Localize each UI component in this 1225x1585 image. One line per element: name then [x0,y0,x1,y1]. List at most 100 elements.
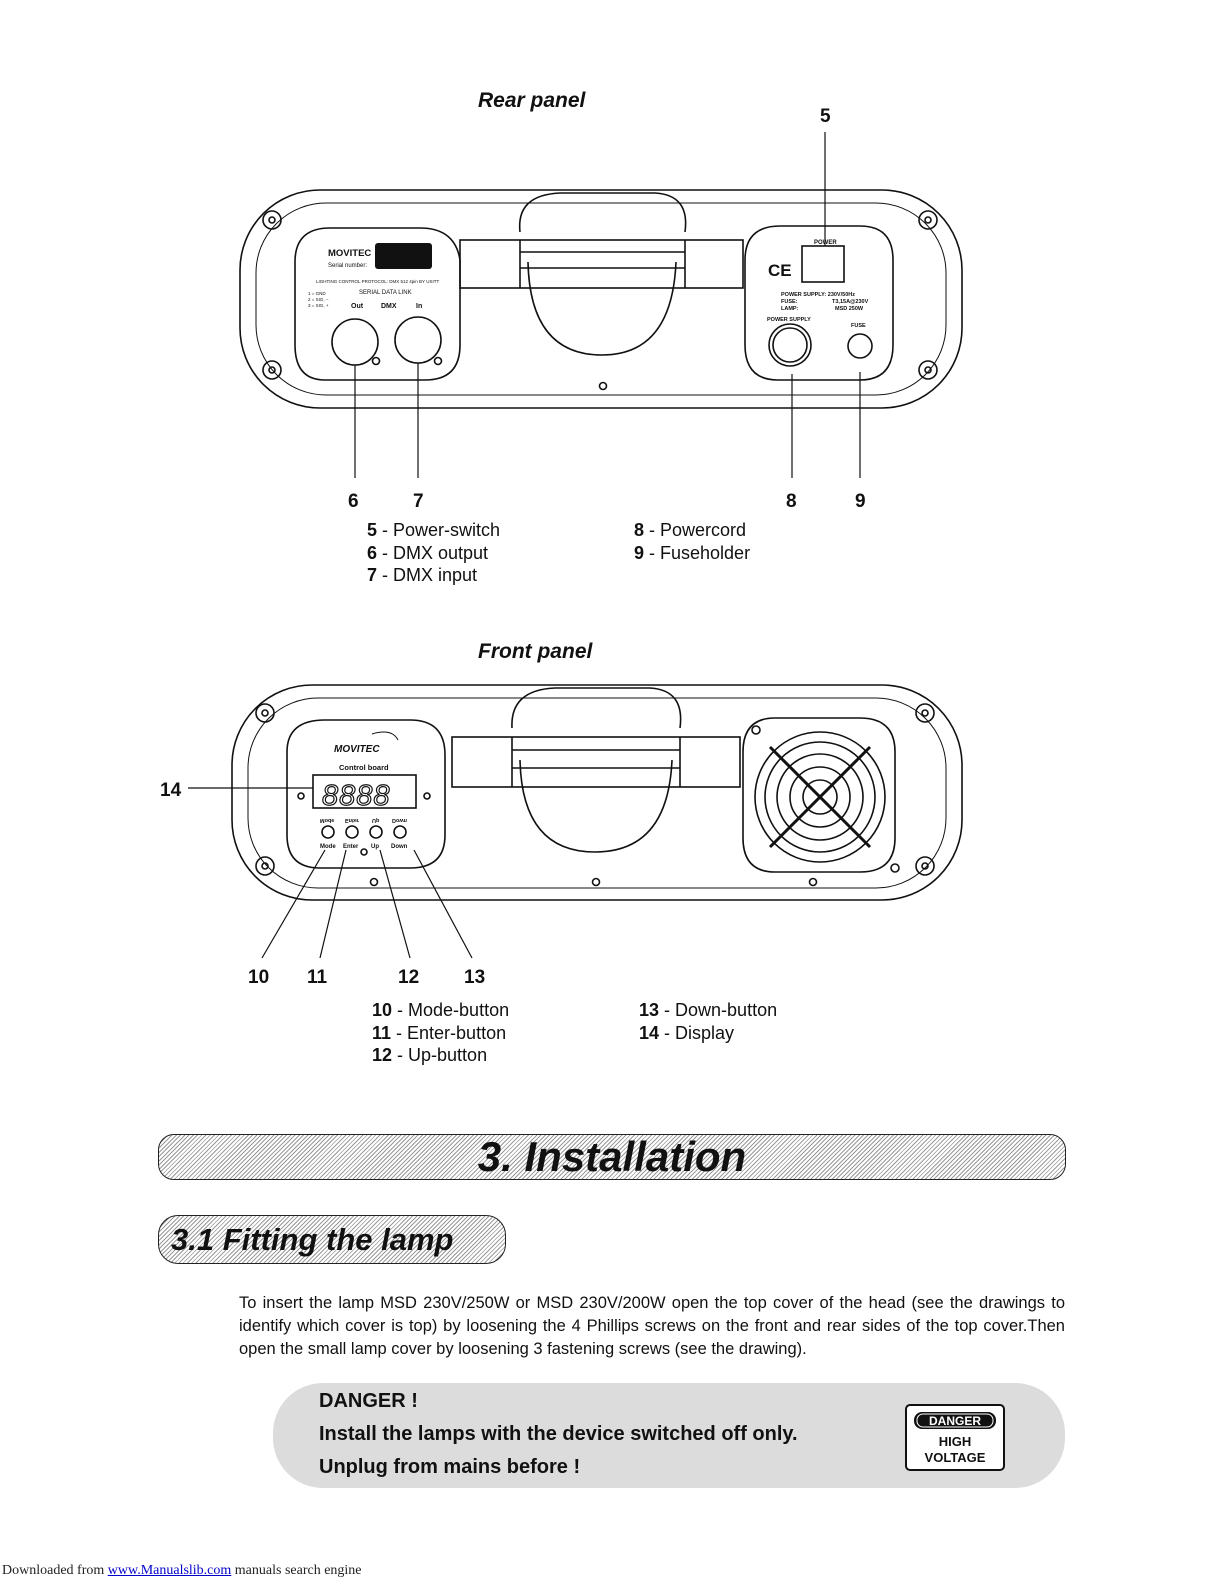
body-paragraph: To insert the lamp MSD 230V/250W or MSD … [239,1294,1065,1358]
fuse-label: FUSE [851,323,866,329]
power-label: POWER [814,240,837,246]
up-button-drawing [369,825,383,839]
dmx-label: DMX [381,303,397,310]
subsection-title: 3.1 Fitting the lamp [171,1222,454,1257]
subsection-banner: 3.1 Fitting the lamp [158,1215,506,1264]
legend-item-9: 9 - Fuseholder [634,542,751,563]
callout-10: 10 [248,967,269,988]
danger-line-install: Install the lamps with the device switch… [319,1423,798,1445]
rear-handle-bowl [527,261,677,356]
mode-button-drawing [321,825,335,839]
power-supply-label: POWER SUPPLY [767,317,811,323]
rear-right-plate [744,225,894,381]
up-label-mirror: Up [372,817,380,823]
enter-button-drawing [345,825,359,839]
rear-panel-drawing: MOVITEC Serial number: LIGHTING CONTROL … [239,106,963,512]
spec-lamp-label: LAMP: [781,306,799,312]
spec-fuse-label: FUSE: [781,299,798,305]
section-banner: 3. Installation [158,1134,1066,1180]
leader-11 [319,849,347,959]
enter-label: Enter [343,844,359,850]
danger-box: DANGER ! Install the lamps with the devi… [273,1383,1065,1488]
sign-voltage-word: VOLTAGE [925,1450,986,1465]
callout-9: 9 [855,491,866,512]
legend-item-7: 7 - DMX input [367,565,478,585]
fan-grille [754,731,886,863]
legend-item-8: 8 - Powercord [634,520,747,540]
front-legend-right: 13 - Down-button 14 - Display [639,999,777,1044]
mode-label: Mode [320,844,336,850]
front-handle-top [511,687,682,729]
fan-plate [742,717,896,873]
front-legend-left: 10 - Mode-button 11 - Enter-button 12 - … [372,999,509,1067]
legend-item-13: 13 - Down-button [639,1000,778,1020]
callout-11: 11 [307,967,328,988]
legend-item-14: 14 - Display [639,1022,735,1043]
serial-number-box [375,243,432,269]
rear-handle-top [518,192,687,233]
rear-corner-screws [262,210,938,380]
callout-5: 5 [820,106,831,127]
control-board-label: Control board [339,763,389,772]
pin-3: 3 = SIG, + [308,303,329,308]
rear-handle-bar [459,239,744,289]
front-brand: MOVITEC [334,744,380,755]
manualslib-link[interactable]: www.Manualslib.com [107,1563,232,1578]
rear-panel-caption: Rear panel [478,89,586,112]
down-label-mirror: Down [392,817,408,823]
rear-housing-inner [255,202,947,396]
footer-suffix: manuals search engine [231,1563,362,1578]
callout-6: 6 [348,491,359,512]
dmx-out-label: Out [351,303,364,310]
rear-brand: MOVITEC [328,248,371,259]
front-corner-screws [255,703,935,876]
leader-12 [379,849,411,959]
spec-power: POWER SUPPLY: 230V/50Hz [781,292,855,298]
rear-legend-right: 8 - Powercord 9 - Fuseholder [634,519,750,564]
display-frame [312,774,417,809]
section-title: 3. Installation [477,1134,747,1180]
leader-13 [413,849,473,959]
callout-8: 8 [786,491,797,512]
power-switch [801,245,845,283]
callout-14: 14 [160,780,182,801]
dmx-in-connector [394,316,442,364]
display-digits: 8888 [322,780,391,812]
serial-data-link: SERIAL DATA LINK [359,290,412,296]
mode-label-mirror: Mode [320,817,334,823]
ce-mark: CE [768,261,792,280]
legend-item-12: 12 - Up-button [372,1045,488,1065]
front-handle-bowl [519,759,673,853]
legend-item-5: 5 - Power-switch [367,520,501,540]
control-board-plate [286,719,446,869]
footer: Downloaded from www.Manualslib.com manua… [2,1563,362,1579]
up-label: Up [371,844,379,850]
callout-7: 7 [413,491,424,512]
sign-danger-word: DANGER [929,1414,981,1428]
spec-lamp-value: MSD 250W [835,306,864,312]
callout-13: 13 [464,967,485,988]
pin-2: 2 = SIG, − [308,297,329,302]
down-button-drawing [393,825,407,839]
danger-text: DANGER ! Install the lamps with the devi… [319,1385,798,1484]
serial-label: Serial number: [328,263,367,269]
dmx-out-connector [331,318,379,366]
front-panel-caption: Front panel [478,640,593,663]
rear-left-plate [294,227,461,381]
danger-line-unplug: Unplug from mains before ! [319,1456,581,1478]
powercord-socket [768,323,812,367]
leader-10 [261,849,326,959]
danger-heading: DANGER ! [319,1390,418,1412]
legend-item-10: 10 - Mode-button [372,1000,510,1020]
footer-prefix: Downloaded from [2,1563,108,1578]
dmx-in-label: In [416,303,422,310]
danger-high-voltage-sign: DANGER HIGH VOLTAGE [905,1404,1005,1471]
fuse-holder [847,333,873,359]
enter-label-mirror: Enter [345,817,360,823]
down-label: Down [391,844,408,850]
pin-1: 1 = GND [308,291,326,296]
protocol-text: LIGHTING CONTROL PROTOCOL: DMX 512 4pin … [316,279,439,284]
rear-legend-left: 5 - Power-switch 6 - DMX output 7 - DMX … [367,519,500,587]
front-panel-drawing: MOVITEC Control board 8888 Mode Enter Up… [160,684,963,988]
spec-fuse-value: T3,15A@230V [832,299,869,305]
